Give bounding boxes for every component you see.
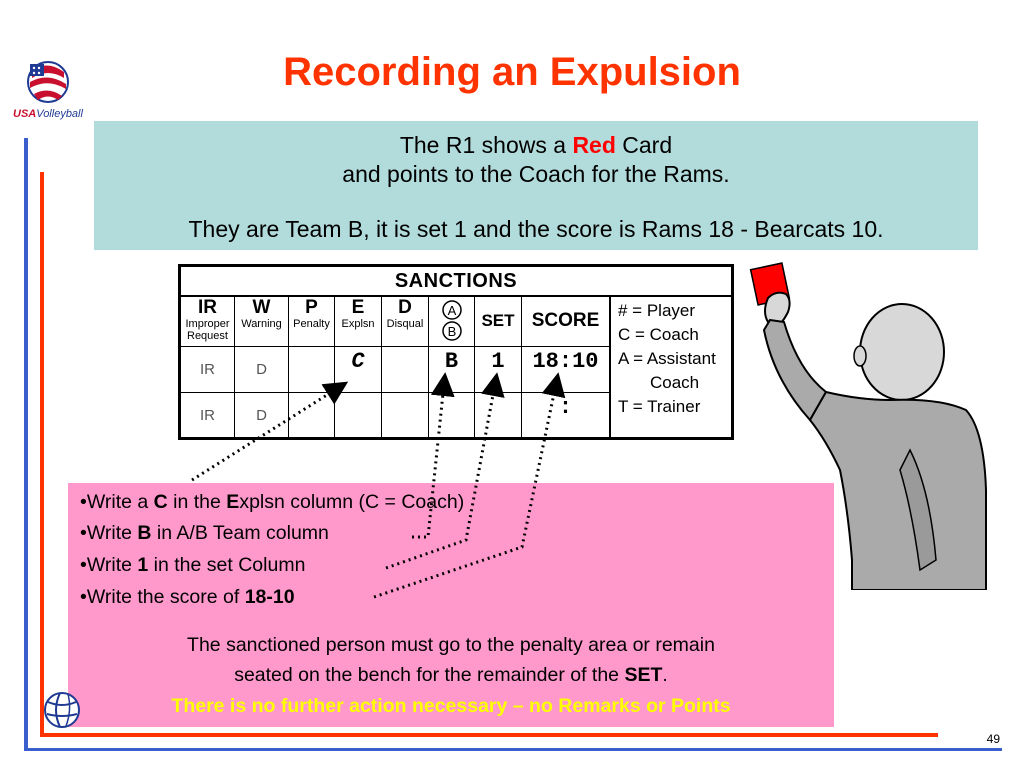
header-score: SCORE [522, 295, 611, 347]
row2-p [289, 393, 335, 439]
no-further-action-note: There is no further action necessary – n… [171, 695, 731, 717]
row2-d [382, 393, 429, 439]
page-number: 49 [986, 732, 1000, 746]
header-ir: IR Improper Request [181, 295, 235, 347]
row1-set: 1 [475, 347, 522, 393]
row2-set [475, 393, 522, 439]
left-rule-blue [24, 138, 28, 750]
logo-wordmark: USAVolleyball [13, 108, 83, 120]
row1-w: D [235, 347, 289, 393]
scenario-line-1: The R1 shows a Red Card [399, 132, 673, 158]
row1-ir: IR [181, 347, 235, 393]
sanctions-legend: # = Player C = Coach A = Assistant Coach… [618, 299, 730, 419]
row1-score: 18:10 [522, 347, 611, 393]
row2-ab [429, 393, 475, 439]
legend-assistant-coach: Coach [650, 373, 700, 392]
row1-e: C [335, 347, 382, 393]
scenario-line-3: They are Team B, it is set 1 and the sco… [188, 216, 884, 242]
scenario-line-2: and points to the Coach for the Rams. [342, 161, 730, 187]
instructions-box: •Write a C in the Explsn column (C = Coa… [68, 483, 834, 727]
volleyball-flag-icon [27, 61, 69, 103]
slide-title: Recording an Expulsion [283, 50, 741, 94]
header-d: D Disqual [382, 295, 429, 347]
instruction-write-b: •Write B in A/B Team column [80, 522, 329, 544]
sanctions-title: SANCTIONS [181, 267, 731, 297]
row2-score: : [522, 393, 611, 439]
instruction-write-1: •Write 1 in the set Column [80, 554, 306, 576]
header-ab: A B [429, 295, 475, 347]
legend-trainer: T = Trainer [618, 397, 701, 416]
legend-coach: C = Coach [618, 325, 699, 344]
usa-volleyball-logo: USAVolleyball [6, 56, 90, 126]
penalty-area-note-2: seated on the bench for the remainder of… [234, 664, 668, 686]
scenario-box: The R1 shows a Red Card and points to th… [94, 121, 978, 250]
row1-d [382, 347, 429, 393]
penalty-area-note-1: The sanctioned person must go to the pen… [187, 634, 715, 656]
header-e: E Explsn [335, 295, 382, 347]
sanctions-table: SANCTIONS IR Improper Request W Warning … [178, 264, 734, 440]
left-rule-red [40, 172, 44, 737]
svg-text:A: A [448, 303, 457, 318]
row1-p [289, 347, 335, 393]
legend-player: # = Player [618, 301, 696, 320]
row1-ab: B [429, 347, 475, 393]
header-p: P Penalty [289, 295, 335, 347]
row2-w: D [235, 393, 289, 439]
volleyball-icon [42, 690, 82, 730]
row2-ir: IR [181, 393, 235, 439]
bottom-rule-red [40, 733, 938, 737]
team-ab-icon: A B [442, 300, 462, 341]
header-set: SET [475, 295, 522, 347]
header-w: W Warning [235, 295, 289, 347]
referee-red-card-icon [749, 262, 987, 591]
bottom-rule-blue [24, 748, 1002, 751]
instruction-write-score: •Write the score of 18-10 [80, 586, 295, 608]
instruction-write-c: •Write a C in the Explsn column (C = Coa… [80, 491, 465, 513]
legend-assistant: A = Assistant [618, 349, 716, 368]
referee-illustration [740, 260, 990, 591]
svg-text:B: B [448, 324, 457, 339]
row2-e [335, 393, 382, 439]
